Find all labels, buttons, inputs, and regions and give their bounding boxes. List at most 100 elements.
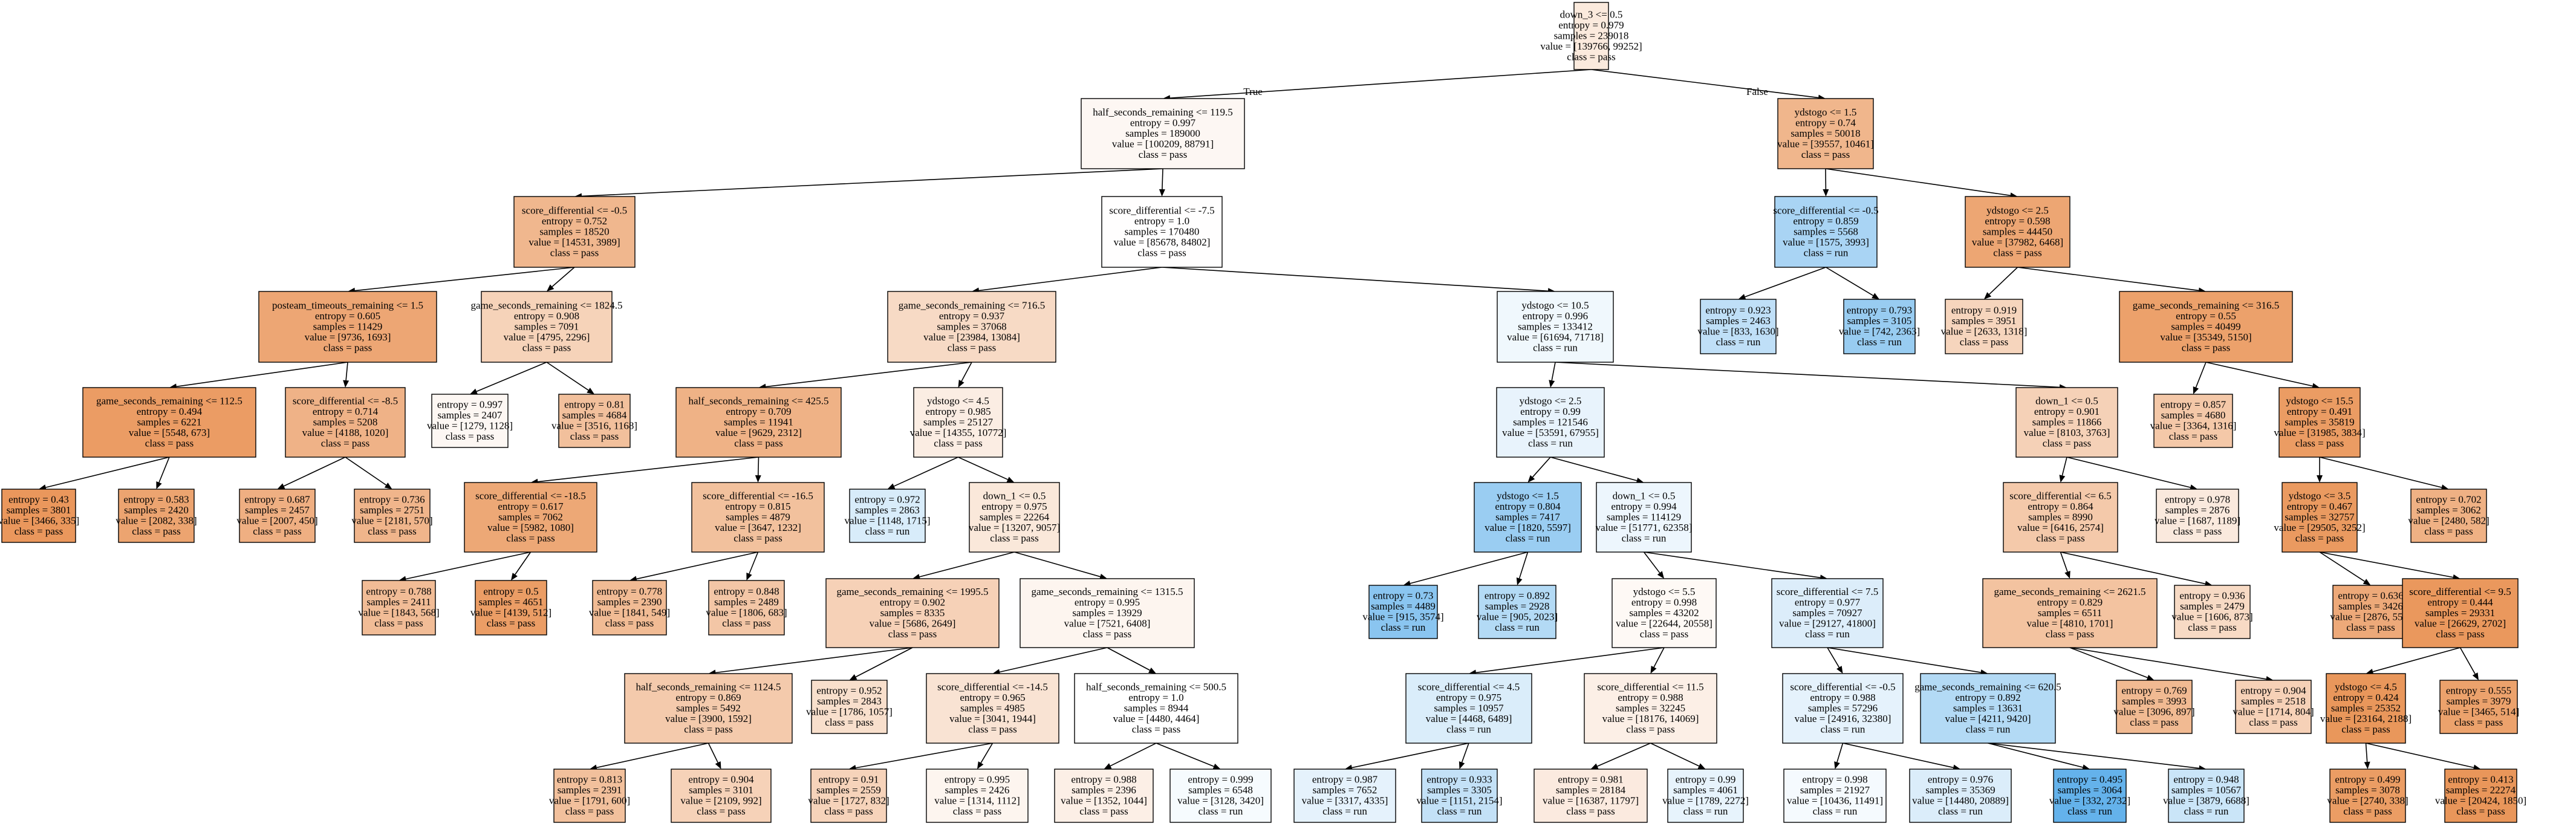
node-line: game_seconds_remaining <= 1315.5 xyxy=(1032,586,1183,597)
node-line: samples = 32245 xyxy=(1616,702,1685,714)
node-line: samples = 7652 xyxy=(1313,784,1377,796)
node-line: value = [8103, 3763] xyxy=(2024,427,2110,438)
node-box xyxy=(239,489,316,543)
node-line: value = [1806, 683] xyxy=(706,607,787,619)
node-line: entropy = 0.997 xyxy=(437,399,503,411)
node-line: value = [23984, 13084] xyxy=(923,331,1020,343)
node-line: ydstogo <= 5.5 xyxy=(1633,586,1696,597)
tree-edge xyxy=(2069,647,2266,680)
node-line: class = pass xyxy=(888,628,937,640)
node-line: class = pass xyxy=(2173,525,2222,537)
tree-edge xyxy=(894,457,958,487)
node-box xyxy=(1368,585,1438,639)
node-line: samples = 2559 xyxy=(816,784,881,796)
node-box xyxy=(2119,291,2293,363)
node-line: value = [9736, 1693] xyxy=(305,331,391,343)
node-box xyxy=(1920,673,2056,744)
node-line: class = pass xyxy=(506,532,555,544)
edge-arrowhead xyxy=(1099,573,1107,580)
node-line: value = [53591, 67955] xyxy=(1502,427,1599,438)
tree-edge xyxy=(596,743,709,769)
node-line: value = [35349, 5150] xyxy=(2160,331,2251,343)
node-line: class = pass xyxy=(446,431,494,442)
node-line: value = [37982, 6468] xyxy=(1972,236,2063,248)
node-line: entropy = 0.636 xyxy=(2338,590,2403,602)
node-box xyxy=(1405,673,1532,744)
node-box xyxy=(2332,585,2409,639)
node-box xyxy=(1074,673,1238,744)
tree-edge xyxy=(1989,267,2018,295)
tree-edge xyxy=(1843,743,1954,769)
node-line: value = [85678, 84802] xyxy=(1114,236,1211,248)
node-line: game_seconds_remaining <= 716.5 xyxy=(899,299,1045,311)
node-line: samples = 35819 xyxy=(2285,416,2354,428)
node-line: samples = 4651 xyxy=(479,596,544,608)
node-box xyxy=(671,769,772,823)
node-box xyxy=(1700,299,1777,354)
node-line: value = [332, 2732] xyxy=(2049,795,2130,807)
edge-arrowhead xyxy=(1459,761,1465,769)
edge-arrowhead xyxy=(715,761,721,769)
tree-edge xyxy=(2195,362,2207,388)
tree-edge xyxy=(636,551,758,580)
node-line: entropy = 0.933 xyxy=(1426,774,1492,785)
node-line: value = [29505, 3252] xyxy=(2274,522,2365,533)
node-line: samples = 44450 xyxy=(1983,226,2052,237)
node-box xyxy=(1573,2,1609,70)
node-line: entropy = 0.702 xyxy=(2416,494,2481,506)
node-line: score_differential <= -14.5 xyxy=(937,681,1048,692)
tree-node: half_seconds_remaining <= 1124.5entropy … xyxy=(624,673,793,744)
edge-arrowhead xyxy=(1738,294,1746,300)
node-line: entropy = 0.864 xyxy=(2028,501,2093,512)
node-box xyxy=(553,769,626,823)
node-line: value = [29127, 41800] xyxy=(1779,617,1876,629)
node-line: value = [39557, 10461] xyxy=(1777,138,1874,149)
node-box xyxy=(362,580,436,636)
node-box xyxy=(1497,291,1614,363)
node-line: value = [1575, 3993] xyxy=(1783,236,1869,248)
node-line: entropy = 0.857 xyxy=(2161,399,2226,411)
tree-edge xyxy=(406,551,531,580)
node-line: down_1 <= 0.5 xyxy=(983,490,1046,501)
node-box xyxy=(258,291,437,363)
node-line: value = [1841, 549] xyxy=(589,607,670,619)
tree-edge xyxy=(1107,647,1150,671)
tree-edge xyxy=(961,362,972,382)
node-line: class = pass xyxy=(2130,717,2178,728)
node-line: class = run xyxy=(2184,805,2229,817)
node-line: samples = 6221 xyxy=(137,416,202,428)
node-line: entropy = 0.995 xyxy=(945,774,1010,785)
tree-node: game_seconds_remaining <= 1995.5entropy … xyxy=(825,578,1000,648)
node-line: entropy = 0.499 xyxy=(2335,774,2400,785)
node-line: samples = 2420 xyxy=(124,504,189,516)
node-line: value = [100209, 88791] xyxy=(1112,138,1214,149)
node-line: samples = 22274 xyxy=(2446,784,2516,796)
edge-arrowhead xyxy=(1836,666,1843,674)
node-line: class = pass xyxy=(324,342,372,353)
node-box xyxy=(1020,578,1195,648)
node-line: entropy = 0.975 xyxy=(981,501,1047,512)
node-line: samples = 32757 xyxy=(2285,511,2355,522)
node-line: class = run xyxy=(1437,805,1482,817)
tree-edge xyxy=(1532,457,1551,478)
node-line: score_differential <= -0.5 xyxy=(1773,204,1878,216)
node-box xyxy=(2156,489,2239,543)
node-line: samples = 2863 xyxy=(855,504,920,516)
node-line: half_seconds_remaining <= 119.5 xyxy=(1093,106,1232,118)
node-line: samples = 2407 xyxy=(438,409,503,421)
node-line: samples = 3993 xyxy=(2122,695,2187,707)
edge-arrowhead xyxy=(1527,475,1535,483)
node-box xyxy=(464,482,597,553)
tree-edge xyxy=(354,267,575,291)
tree-edge xyxy=(1827,647,1840,668)
node-line: samples = 2479 xyxy=(2180,600,2245,612)
node-line: entropy = 0.952 xyxy=(816,685,882,697)
